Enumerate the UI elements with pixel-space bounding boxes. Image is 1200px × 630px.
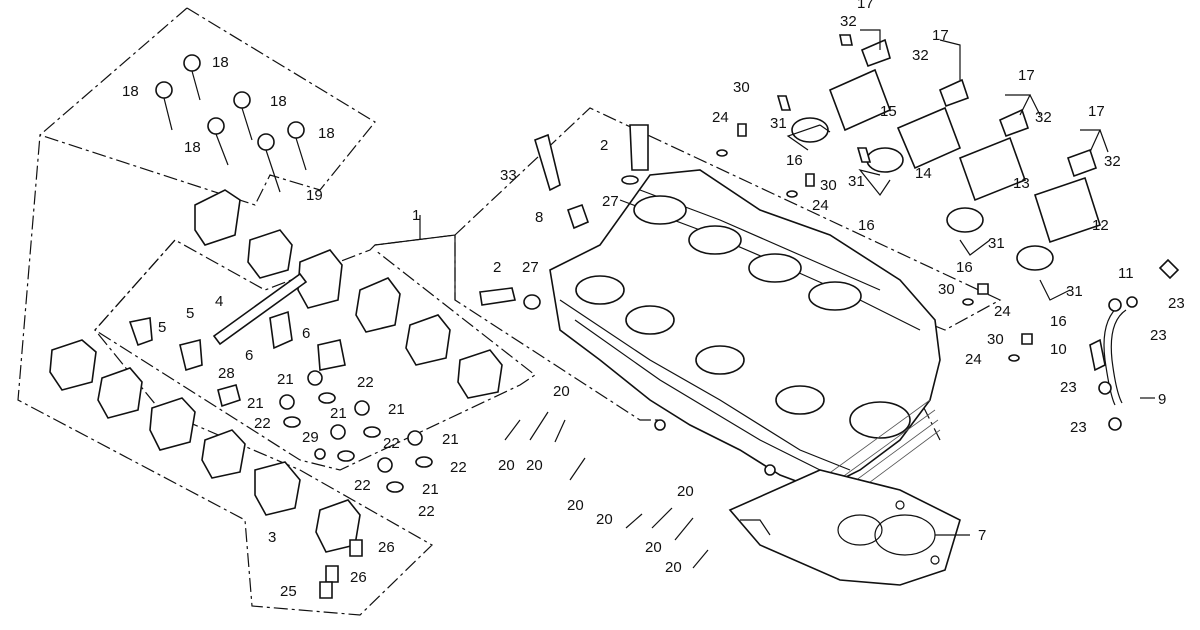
callout-27: 27 xyxy=(602,193,619,210)
callout-32: 32 xyxy=(1104,153,1121,170)
callout-30: 30 xyxy=(938,281,955,298)
callout-3: 3 xyxy=(268,529,276,546)
valve-tappets xyxy=(319,539,363,599)
callout-24: 24 xyxy=(965,351,982,368)
callout-16: 16 xyxy=(858,217,875,234)
callout-23: 23 xyxy=(1150,327,1167,344)
cap-nuts-and-washers xyxy=(128,272,433,493)
callout-21: 21 xyxy=(442,431,459,448)
callout-16: 16 xyxy=(786,152,803,169)
spark-plug-and-fittings xyxy=(479,124,649,310)
callout-23: 23 xyxy=(1070,419,1087,436)
callout-22: 22 xyxy=(450,459,467,476)
callout-18: 18 xyxy=(270,93,287,110)
callout-2: 2 xyxy=(493,259,501,276)
callout-21: 21 xyxy=(330,405,347,422)
callout-20: 20 xyxy=(526,457,543,474)
intake-insulators xyxy=(791,38,1102,271)
callout-5: 5 xyxy=(158,319,166,336)
callout-19: 19 xyxy=(306,187,323,204)
callout-2: 2 xyxy=(600,137,608,154)
callout-31: 31 xyxy=(848,173,865,190)
callout-17: 17 xyxy=(1088,103,1105,120)
callout-20: 20 xyxy=(596,511,613,528)
callout-18: 18 xyxy=(122,83,139,100)
callout-21: 21 xyxy=(422,481,439,498)
callout-27: 27 xyxy=(522,259,539,276)
head-gasket xyxy=(728,469,961,586)
callout-20: 20 xyxy=(553,383,570,400)
callout-13: 13 xyxy=(1013,175,1030,192)
head-studs xyxy=(504,411,709,569)
callout-24: 24 xyxy=(712,109,729,126)
callout-33: 33 xyxy=(500,167,517,184)
callout-17: 17 xyxy=(857,0,874,12)
callout-20: 20 xyxy=(567,497,584,514)
callout-22: 22 xyxy=(383,435,400,452)
callout-labels: 1 2 2 3 4 5 5 6 6 7 8 9 10 11 12 13 14 1… xyxy=(122,0,1185,600)
camshaft-holder-bolts xyxy=(155,54,307,193)
callout-20: 20 xyxy=(498,457,515,474)
callout-23: 23 xyxy=(1168,295,1185,312)
callout-31: 31 xyxy=(988,235,1005,252)
callout-21: 21 xyxy=(277,371,294,388)
callout-20: 20 xyxy=(645,539,662,556)
cylinder-head xyxy=(549,169,941,498)
leader-lines xyxy=(374,29,1155,536)
callout-32: 32 xyxy=(840,13,857,30)
callout-21: 21 xyxy=(247,395,264,412)
callout-30: 30 xyxy=(733,79,750,96)
callout-31: 31 xyxy=(1066,283,1083,300)
callout-24: 24 xyxy=(994,303,1011,320)
callout-6: 6 xyxy=(302,325,310,342)
callout-12: 12 xyxy=(1092,217,1109,234)
callout-28: 28 xyxy=(218,365,235,382)
callout-7: 7 xyxy=(978,527,986,544)
callout-22: 22 xyxy=(254,415,271,432)
callout-22: 22 xyxy=(354,477,371,494)
callout-1: 1 xyxy=(412,207,420,224)
callout-17: 17 xyxy=(1018,67,1035,84)
callout-32: 32 xyxy=(1035,109,1052,126)
camshaft-holders-lower xyxy=(49,339,361,553)
callout-32: 32 xyxy=(912,47,929,64)
callout-16: 16 xyxy=(1050,313,1067,330)
callout-22: 22 xyxy=(418,503,435,520)
callout-30: 30 xyxy=(987,331,1004,348)
callout-30: 30 xyxy=(820,177,837,194)
camshaft-holders-upper xyxy=(194,189,503,399)
callout-25: 25 xyxy=(280,583,297,600)
callout-16: 16 xyxy=(956,259,973,276)
callout-17: 17 xyxy=(932,27,949,44)
callout-11: 11 xyxy=(1118,265,1134,282)
callout-6: 6 xyxy=(245,347,253,364)
callout-29: 29 xyxy=(302,429,319,446)
callout-20: 20 xyxy=(665,559,682,576)
callout-26: 26 xyxy=(350,569,367,586)
callout-22: 22 xyxy=(357,374,374,391)
oil-pipe xyxy=(1089,258,1180,431)
callout-23: 23 xyxy=(1060,379,1077,396)
callout-9: 9 xyxy=(1158,391,1166,408)
callout-4: 4 xyxy=(215,293,223,310)
callout-21: 21 xyxy=(388,401,405,418)
callout-15: 15 xyxy=(880,103,897,120)
callout-31: 31 xyxy=(770,115,787,132)
callout-20: 20 xyxy=(677,483,694,500)
small-fasteners xyxy=(716,34,1033,362)
callout-18: 18 xyxy=(184,139,201,156)
callout-14: 14 xyxy=(915,165,932,182)
callout-5: 5 xyxy=(186,305,194,322)
callout-18: 18 xyxy=(318,125,335,142)
callout-18: 18 xyxy=(212,54,229,71)
callout-10: 10 xyxy=(1050,341,1067,358)
callout-26: 26 xyxy=(378,539,395,556)
callout-8: 8 xyxy=(535,209,543,226)
callout-24: 24 xyxy=(812,197,829,214)
